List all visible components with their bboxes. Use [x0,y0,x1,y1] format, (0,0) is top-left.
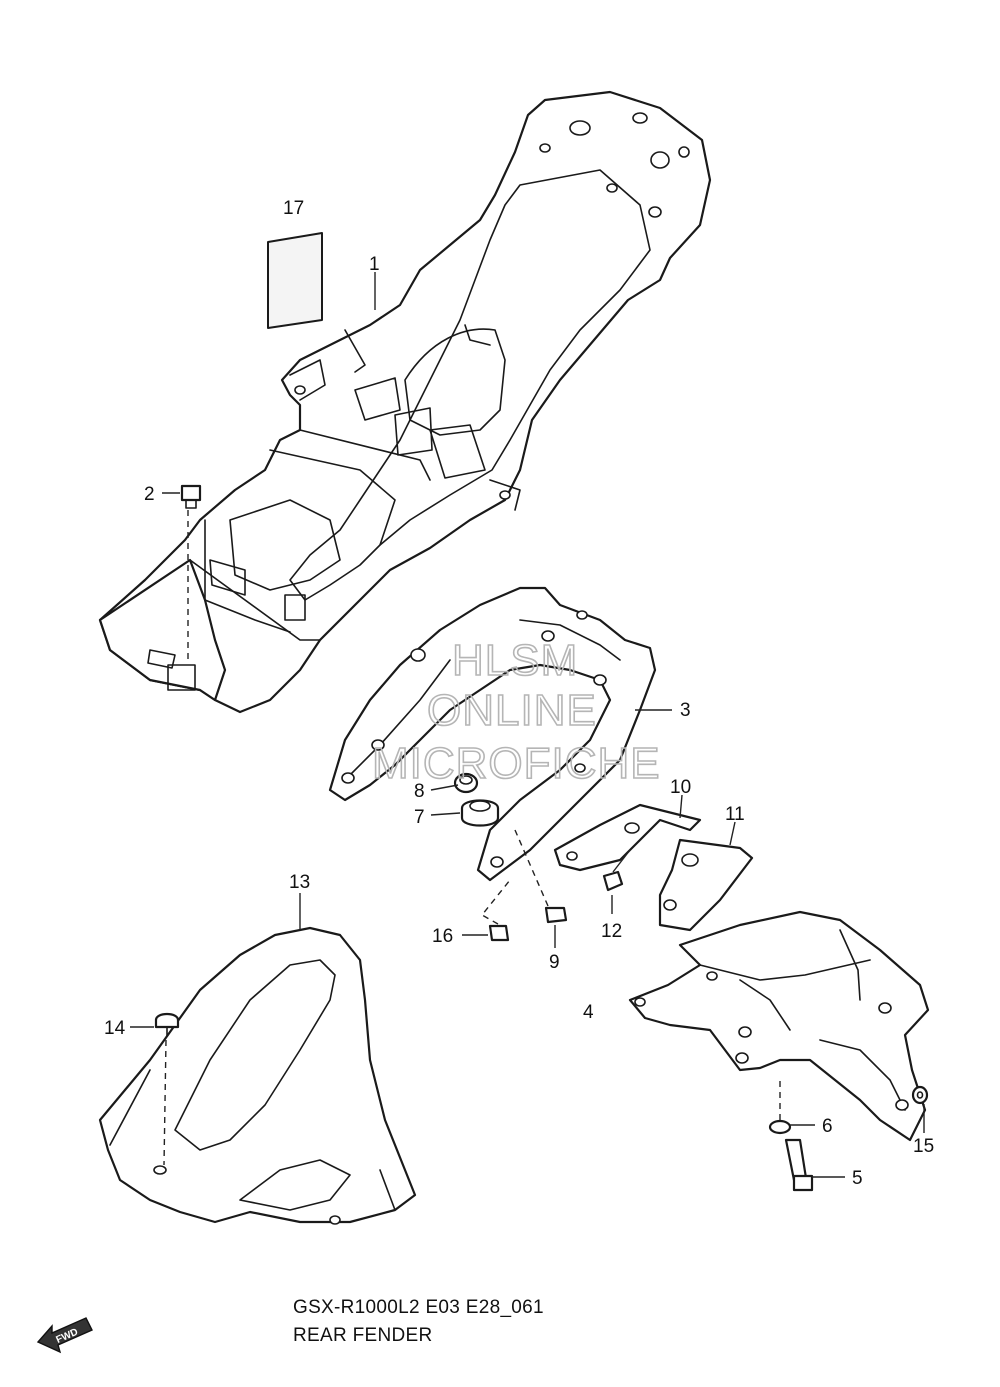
part-14-screw[interactable] [154,1012,180,1166]
callout-7: 7 [414,807,425,828]
part-12-screw[interactable] [602,849,631,892]
part-5-bolt[interactable] [784,1138,814,1192]
callout-12: 12 [601,921,622,942]
part-11-plate[interactable] [658,838,754,932]
callout-4: 4 [583,1002,594,1023]
part-1-rear-fender[interactable] [98,90,712,714]
callout-10: 10 [670,777,691,798]
part-2-bolt[interactable] [180,484,202,660]
part-10-bracket[interactable] [553,803,702,872]
callout-13: 13 [289,872,310,893]
callout-numbers: 17 1 2 3 8 7 10 11 12 16 9 13 4 14 6 15 … [104,198,934,1189]
part-15-washer[interactable] [911,1085,929,1105]
part-17-label-sticker[interactable] [267,232,323,329]
part-9-screw[interactable] [514,829,568,924]
callout-15: 15 [913,1136,934,1157]
callout-16: 16 [432,926,453,947]
drawing-title: REAR FENDER [293,1325,433,1346]
callout-3: 3 [680,700,691,721]
callout-9: 9 [549,952,560,973]
part-16-nut[interactable] [480,879,511,942]
callout-17: 17 [283,198,304,219]
part-3-tail-cover-bracket[interactable] [328,586,657,882]
callout-14: 14 [104,1018,126,1039]
part-6-washer[interactable] [768,1080,792,1135]
fwd-arrow-icon: FWD [36,1317,93,1354]
part-7-grommet[interactable] [460,799,500,827]
part-4-mudguard[interactable] [628,910,930,1142]
callout-8: 8 [414,781,425,802]
leader-lines [130,272,925,1178]
callout-11: 11 [725,804,745,825]
watermark: HLSM ONLINE MICROFICHE [371,635,661,789]
callout-6: 6 [822,1116,833,1137]
drawing-code: GSX-R1000L2 E03 E28_061 [293,1297,544,1318]
watermark-line3: MICROFICHE [372,739,661,788]
part-8-cushion[interactable] [453,772,479,794]
callout-1: 1 [369,254,380,275]
callout-5: 5 [852,1168,863,1189]
watermark-line2: ONLINE [427,686,597,735]
watermark-line1: HLSM [452,636,578,685]
callout-2: 2 [144,484,155,505]
part-13-front-fender[interactable] [98,926,417,1225]
